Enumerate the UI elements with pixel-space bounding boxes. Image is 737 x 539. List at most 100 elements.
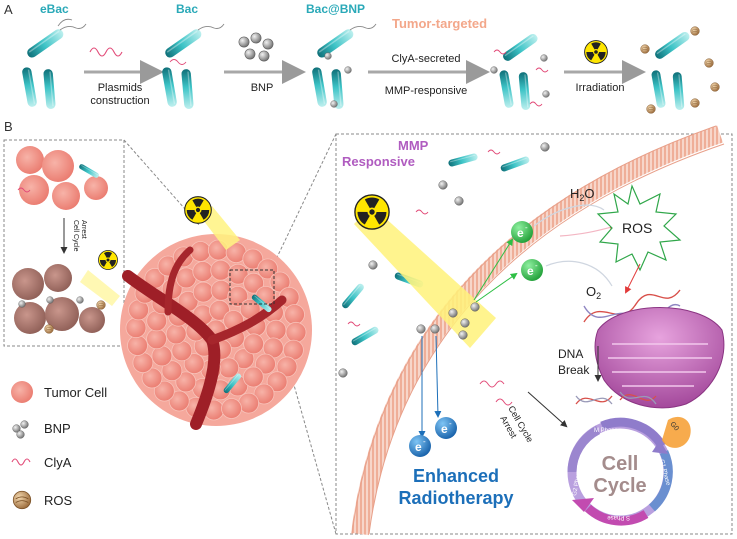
step2-label: BNP: [251, 82, 274, 94]
step-arrow-3: ClyA-secreted MMP-responsive: [368, 53, 490, 97]
tumor-cell: [153, 380, 175, 402]
electron-green-2: e -: [521, 259, 543, 281]
tumor-cell: [125, 317, 147, 339]
g0-wedge: [662, 416, 691, 448]
tumor-cell: [190, 241, 211, 262]
cell-cycle-wheel: M Phase G1 Phase S Phase G2 Phase G0 Cel…: [567, 416, 691, 526]
stage-label-ebac: eBac: [40, 2, 69, 16]
stage-label-bac-bnp: Bac@BNP: [306, 2, 365, 16]
zoom-region-box: [229, 269, 275, 305]
panel-a: A eBac Plasmids construction Bac: [4, 2, 720, 114]
ros-starburst: [596, 184, 682, 272]
step4-label: Irradiation: [576, 82, 625, 94]
tumor-cell: [284, 304, 305, 325]
radiation-beam: [200, 206, 240, 250]
tumor-cell: [242, 248, 264, 270]
svg-text:e: e: [517, 226, 524, 240]
step1-label-line1: Plasmids: [98, 82, 143, 94]
bac-bacteria: [160, 23, 225, 110]
tumor-targeted-label: Tumor-targeted: [392, 16, 487, 31]
legend-bnp: BNP: [12, 420, 71, 439]
inset-arrest-line1: Cell Cycle: [72, 220, 79, 252]
bac-bnp-bacteria: [310, 23, 377, 110]
legend-tumor-cell: Tumor Cell: [11, 381, 107, 403]
tumor-cell: [255, 353, 276, 375]
panel-b: B Cell Cycle Arrest: [3, 119, 733, 536]
panel-a-label: A: [4, 2, 13, 17]
tumor-mass: [120, 196, 312, 430]
zoom-box: MMP Responsive: [335, 125, 733, 536]
stage-label-bac: Bac: [176, 2, 198, 16]
tumor-radiation-icon: [184, 196, 212, 224]
step-arrow-4: Irradiation: [564, 40, 646, 94]
legend-clya-label: ClyA: [44, 455, 72, 470]
dna-break-line1: DNA: [558, 347, 583, 361]
phase-m: M Phase: [594, 428, 618, 434]
tumor-cell: [265, 319, 287, 341]
ros-label: ROS: [622, 220, 652, 236]
tumor-cell: [266, 371, 288, 393]
step1-label-line2: construction: [90, 95, 149, 107]
ebac-bacteria: [20, 18, 87, 110]
tumor-cell: [233, 348, 255, 370]
dna-break-line2: Break: [558, 363, 590, 377]
irradiated-bacteria: [640, 26, 720, 114]
step-arrow-1: Plasmids construction: [84, 47, 164, 107]
svg-text:-: -: [525, 223, 528, 232]
tumor-cell: [218, 357, 240, 379]
tumor-cell: [227, 263, 249, 285]
step-arrow-2: BNP: [224, 32, 306, 94]
tumor-cell: [285, 321, 307, 343]
step3-label-line1: ClyA-secreted: [391, 53, 460, 65]
tumor-cell: [192, 281, 214, 303]
legend-clya: ClyA: [11, 455, 72, 470]
svg-text:-: -: [449, 419, 452, 428]
legend-ros: ROS: [12, 490, 73, 510]
radiation-icon: [584, 40, 608, 64]
mmp-label-line2: Responsive: [342, 154, 415, 169]
o2-label: O2: [586, 284, 601, 301]
electron-blue-2: e -: [435, 417, 457, 439]
enhanced-label-line2: Radiotherapy: [398, 488, 513, 508]
legend-ros-label: ROS: [44, 493, 73, 508]
tumor-cell: [165, 323, 187, 345]
legend-tumor-label: Tumor Cell: [44, 385, 107, 400]
electron-green-1: e -: [511, 221, 533, 243]
secreting-bacteria: [490, 31, 550, 111]
tumor-cell: [192, 261, 214, 282]
inset-arrest-line2: Arrest: [80, 220, 87, 239]
svg-text:e: e: [415, 440, 422, 454]
zoom-radiation-beam: [354, 206, 496, 348]
bnp-cluster-icon: [238, 32, 274, 62]
tumor-cell: [141, 367, 163, 389]
blood-vessel-branch: [207, 295, 287, 345]
inset-tumor-cells-top: [16, 146, 108, 210]
legend: Tumor Cell BNP ClyA ROS: [11, 381, 107, 510]
tumor-cell: [210, 259, 232, 281]
phase-g0: G0: [668, 421, 679, 433]
tumor-cell: [183, 353, 205, 375]
svg-text:-: -: [535, 261, 538, 270]
tumor-cell: [221, 398, 242, 419]
tumor-cell: [243, 333, 265, 355]
organelle: [594, 307, 725, 409]
tumor-cell: [242, 366, 264, 388]
tumor-cell: [161, 360, 183, 382]
tumor-cell: [146, 328, 168, 350]
mmp-label-line1: MMP: [398, 138, 429, 153]
svg-text:e: e: [527, 264, 534, 278]
tumor-cell: [257, 258, 279, 280]
zoom-bacteria: [338, 142, 550, 378]
svg-text:-: -: [423, 437, 426, 446]
broken-dna: [575, 391, 657, 405]
plasmid-glyph: [89, 47, 123, 57]
enhanced-label-line1: Enhanced: [413, 466, 499, 486]
tumor-cell: [243, 272, 265, 294]
tumor-cell: [127, 335, 148, 356]
cycle-label-line2: Cycle: [593, 475, 646, 497]
tumor-cell: [168, 390, 190, 412]
electron-blue-1: e -: [409, 435, 431, 457]
tumor-cell: [276, 356, 298, 378]
tumor-cell: [227, 285, 249, 307]
